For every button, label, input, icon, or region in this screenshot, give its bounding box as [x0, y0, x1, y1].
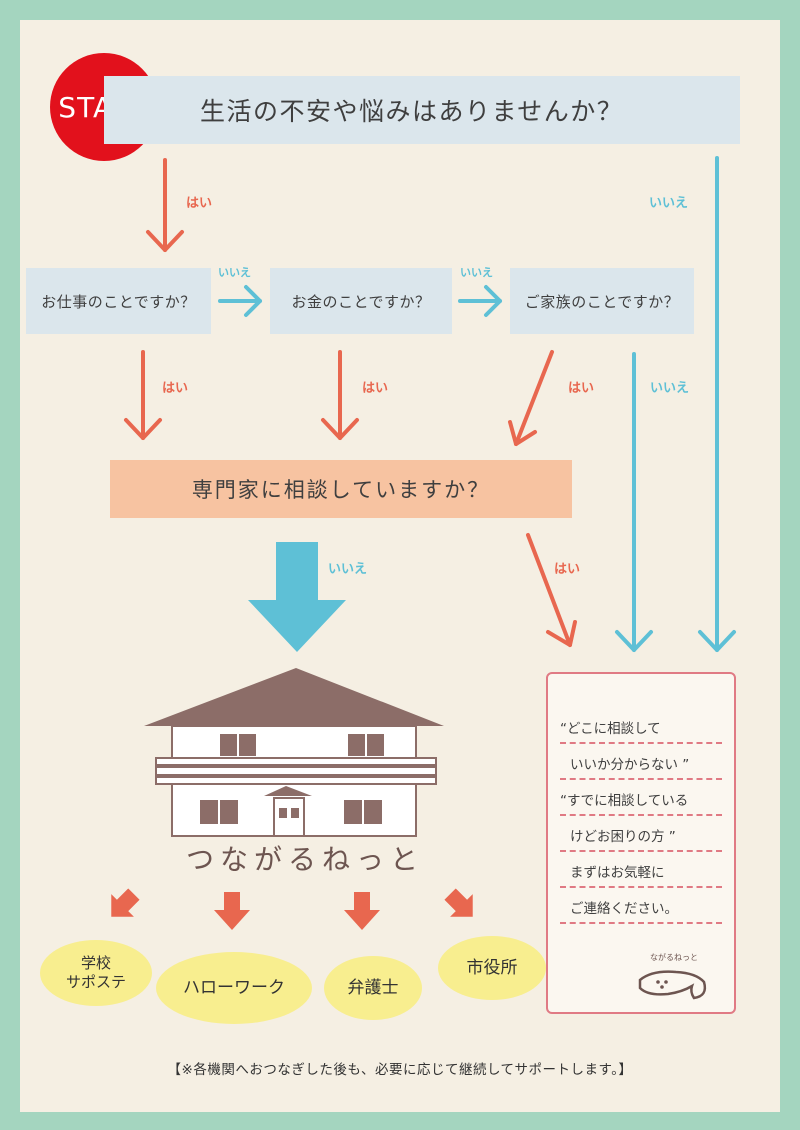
- question-money: お金のことですか？: [270, 268, 452, 334]
- info-line: まずはお気軽に: [560, 860, 722, 888]
- footer-note: 【※各機関へおつなぎした後も、必要に応じて継続してサポートします。】: [167, 1062, 633, 1078]
- label-yes-work: はい: [162, 381, 189, 396]
- org-school-support: 学校 サポステ: [40, 940, 152, 1006]
- question-family: ご家族のことですか？: [510, 268, 694, 334]
- question-main: 生活の不安や悩みはありませんか？: [104, 76, 740, 144]
- arrow-yes-family-to-expert: [508, 350, 554, 446]
- question-expert: 専門家に相談していますか？: [110, 460, 572, 518]
- arrow-no-expert-to-network: [248, 542, 346, 652]
- label-no-main: いいえ: [649, 196, 689, 211]
- org-city-hall: 市役所: [438, 936, 546, 1000]
- arrow-yes-expert-to-info: [526, 533, 577, 647]
- info-line: けどお困りの方 ”: [560, 824, 722, 852]
- org-school-line1: 学校: [80, 954, 111, 972]
- label-no-family: いいえ: [650, 381, 690, 396]
- info-line: “どこに相談して: [560, 716, 722, 744]
- arrow-no-family-to-info: [615, 352, 653, 652]
- question-work: お仕事のことですか？: [26, 268, 211, 334]
- org-lawyer: 弁護士: [324, 956, 422, 1020]
- label-no-work: いいえ: [218, 266, 251, 279]
- info-line: いいか分からない ”: [560, 752, 722, 780]
- arrow-to-lawyer: [344, 892, 380, 930]
- arrow-yes-work-to-expert: [124, 350, 162, 440]
- arrow-to-city: [444, 888, 473, 917]
- seal-icon: [638, 970, 707, 1000]
- arrow-no-work-to-money: [218, 285, 262, 317]
- network-to-org-arrows: [111, 888, 473, 930]
- org-hellowork: ハローワーク: [156, 952, 312, 1024]
- label-no-money: いいえ: [460, 266, 493, 279]
- info-line: ご連絡ください。: [560, 896, 722, 924]
- label-yes-money: はい: [362, 381, 389, 396]
- arrow-no-money-to-family: [458, 285, 502, 317]
- org-school-line2: サポステ: [65, 973, 126, 991]
- arrow-to-hellowork: [214, 892, 250, 930]
- arrow-yes-start-to-work: [146, 158, 184, 252]
- flowchart-page: START 生活の不安や悩みはありませんか？ お仕事のことですか？ お金のことで…: [20, 20, 780, 1112]
- arrow-no-main-to-info: [698, 156, 736, 652]
- info-box: “どこに相談して いいか分からない ” “すでに相談している けどお困りの方 ”…: [546, 672, 736, 1014]
- info-line: “すでに相談している: [560, 788, 722, 816]
- label-yes-expert: はい: [554, 562, 581, 577]
- network-name: つながるねっと: [185, 843, 424, 876]
- label-yes-family: はい: [568, 381, 595, 396]
- label-no-expert: いいえ: [328, 562, 368, 577]
- flowchart-arrows: [111, 156, 736, 930]
- arrow-to-school: [111, 888, 140, 917]
- seal-logo-text: ながるねっと: [650, 953, 698, 962]
- arrow-yes-money-to-expert: [321, 350, 359, 440]
- label-yes-start: はい: [186, 196, 213, 211]
- house-illustration: [144, 668, 444, 837]
